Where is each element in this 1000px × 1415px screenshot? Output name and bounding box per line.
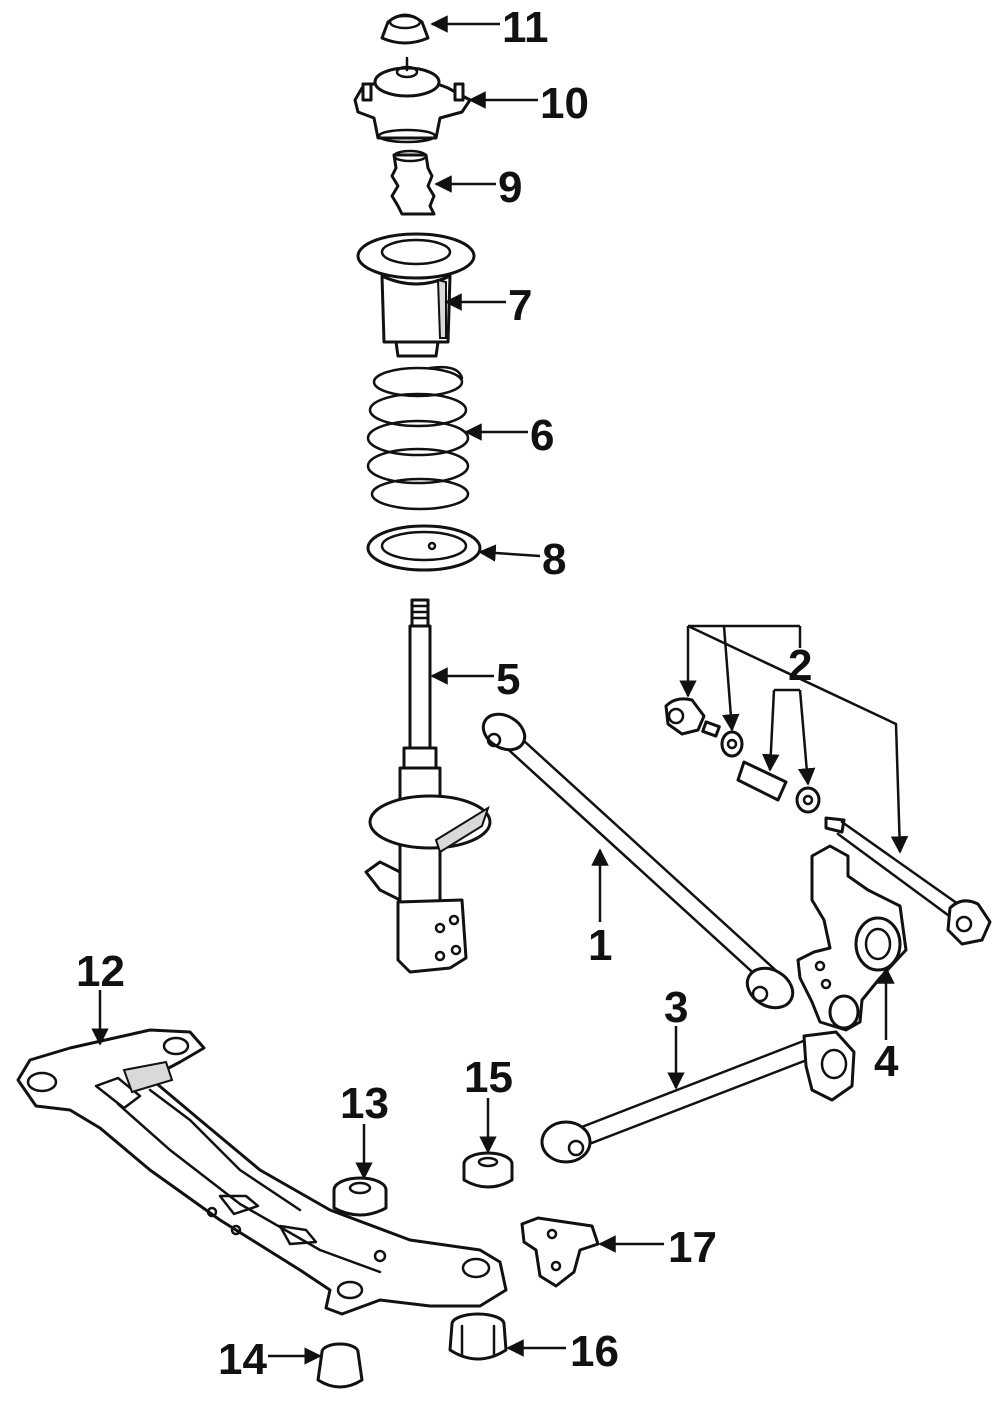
callout-13: 13 — [340, 1079, 389, 1128]
callout-10: 10 — [540, 79, 589, 128]
bushing-13 — [332, 1176, 388, 1217]
crossmember — [16, 1028, 508, 1316]
callout-16: 16 — [570, 1327, 619, 1376]
bump-stop — [390, 149, 436, 216]
strut-mount — [353, 56, 472, 144]
dust-boot — [356, 232, 476, 358]
mount-nut-cap — [380, 13, 430, 45]
callout-15: 15 — [464, 1053, 513, 1102]
callout-14: 14 — [218, 1335, 267, 1384]
callout-12: 12 — [76, 947, 125, 996]
callout-6: 6 — [530, 411, 554, 460]
trailing-arm — [540, 1030, 856, 1164]
callout-7: 7 — [508, 281, 532, 330]
lateral-link — [481, 712, 795, 1010]
leader-8 — [478, 544, 541, 562]
bushing-14 — [316, 1342, 364, 1389]
coil-spring — [366, 365, 470, 511]
strut — [364, 598, 492, 974]
callout-8: 8 — [542, 535, 566, 584]
callout-1: 1 — [588, 921, 612, 970]
knuckle — [796, 844, 908, 1032]
callout-2: 2 — [788, 641, 812, 690]
callout-3: 3 — [664, 983, 688, 1032]
adjust-link-set — [664, 697, 992, 946]
bracket — [520, 1216, 600, 1288]
callout-5: 5 — [496, 655, 520, 704]
callout-17: 17 — [668, 1223, 717, 1272]
callout-11: 11 — [502, 3, 549, 52]
callout-9: 9 — [498, 163, 522, 212]
bushing-15 — [462, 1151, 514, 1189]
bushing-16 — [448, 1312, 508, 1361]
leader-2 — [679, 624, 909, 854]
callout-4: 4 — [874, 1037, 899, 1086]
spring-insulator — [366, 524, 482, 572]
